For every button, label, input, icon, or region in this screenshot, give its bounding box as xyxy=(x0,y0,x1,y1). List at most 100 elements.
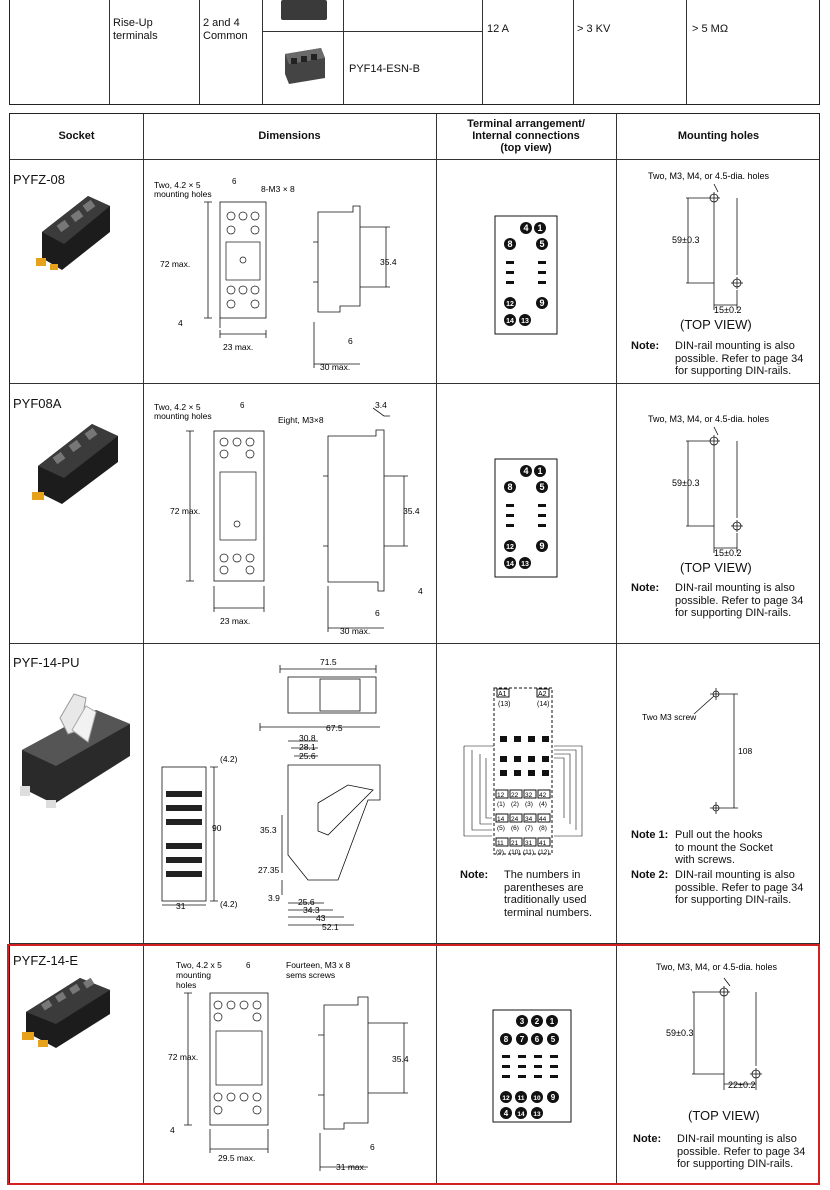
svg-text:31: 31 xyxy=(176,901,186,911)
svg-text:5: 5 xyxy=(551,1035,556,1044)
svg-text:Two, M3, M4, or 4.5-dia. holes: Two, M3, M4, or 4.5-dia. holes xyxy=(656,962,778,972)
svg-text:(8): (8) xyxy=(539,825,547,832)
svg-text:14: 14 xyxy=(506,561,514,568)
note-1: Note:DIN-rail mounting is also possible.… xyxy=(631,340,804,377)
svg-text:(4.2): (4.2) xyxy=(220,754,238,764)
top-view-label-1: (TOP VIEW) xyxy=(680,317,752,332)
svg-text:71.5: 71.5 xyxy=(320,657,337,667)
svg-text:35.3: 35.3 xyxy=(260,825,277,835)
svg-text:8: 8 xyxy=(507,239,512,249)
svg-text:Two, 4.2 x 5: Two, 4.2 x 5 xyxy=(176,960,222,970)
svg-text:35.4: 35.4 xyxy=(403,506,420,516)
svg-text:31 max.: 31 max. xyxy=(336,1162,366,1172)
svg-text:6: 6 xyxy=(370,1142,375,1152)
svg-text:29.5 max.: 29.5 max. xyxy=(218,1153,255,1163)
svg-text:28.1: 28.1 xyxy=(299,742,316,752)
svg-text:13: 13 xyxy=(533,1111,541,1118)
svg-text:6: 6 xyxy=(246,961,251,970)
header-mounting: Mounting holes xyxy=(677,130,760,142)
spec-table-continued: Rise-Up terminals 2 and 4 Common PYF14-E… xyxy=(9,0,820,105)
note-4: Note:DIN-rail mounting is also possible.… xyxy=(633,1133,806,1170)
svg-text:32: 32 xyxy=(525,792,533,799)
svg-text:6: 6 xyxy=(232,177,237,186)
svg-text:15±0.2: 15±0.2 xyxy=(714,305,741,315)
svg-text:23 max.: 23 max. xyxy=(223,342,253,352)
svg-text:59±0.3: 59±0.3 xyxy=(672,478,699,488)
svg-text:4: 4 xyxy=(523,466,528,476)
header-terminal: Terminal arrangement/ Internal connectio… xyxy=(467,118,585,154)
svg-text:13: 13 xyxy=(521,561,529,568)
svg-text:25.6: 25.6 xyxy=(298,897,315,907)
svg-text:4: 4 xyxy=(418,586,423,596)
svg-text:sems screws: sems screws xyxy=(286,970,335,980)
dimension-drawing-1: Two, 4.2 × 5 mounting holes 6 8-M3 × 8 7… xyxy=(148,172,433,380)
svg-text:A1: A1 xyxy=(498,691,507,698)
svg-text:43: 43 xyxy=(316,913,326,923)
svg-text:(4.2): (4.2) xyxy=(220,899,238,909)
svg-text:14: 14 xyxy=(497,816,505,823)
svg-text:11: 11 xyxy=(497,840,504,847)
model-b-cell: PYF14-ESN-B xyxy=(349,63,420,75)
svg-text:1: 1 xyxy=(537,466,542,476)
resistance-cell: > 5 MΩ xyxy=(692,23,729,35)
svg-text:8: 8 xyxy=(504,1035,509,1044)
svg-text:25.6: 25.6 xyxy=(299,751,316,761)
svg-text:30.8: 30.8 xyxy=(299,733,316,743)
svg-text:30 max.: 30 max. xyxy=(340,626,370,636)
svg-text:(6): (6) xyxy=(511,825,519,832)
svg-text:41: 41 xyxy=(539,840,547,847)
svg-text:mounting holes: mounting holes xyxy=(154,411,212,421)
svg-text:12: 12 xyxy=(497,792,505,799)
note-2: Note:DIN-rail mounting is also possible.… xyxy=(631,582,804,619)
socket-thumb-a xyxy=(281,0,327,20)
common-cell: 2 and 4 Common xyxy=(203,17,248,42)
svg-text:90: 90 xyxy=(212,823,222,833)
svg-text:6: 6 xyxy=(240,401,245,410)
svg-text:Two, M3, M4, or 4.5-dia. holes: Two, M3, M4, or 4.5-dia. holes xyxy=(648,171,770,181)
svg-text:42: 42 xyxy=(539,792,547,799)
svg-text:(7): (7) xyxy=(525,825,533,832)
svg-text:(14): (14) xyxy=(537,701,549,708)
socket-name-3: PYF-14-PU xyxy=(13,655,80,670)
svg-text:Two M3 screw: Two M3 screw xyxy=(642,712,697,722)
header-dimensions: Dimensions xyxy=(258,130,321,142)
socket-thumb-b xyxy=(281,44,327,88)
socket-photo-4 xyxy=(20,970,112,1055)
socket-photo-1 xyxy=(32,192,112,281)
svg-text:3: 3 xyxy=(520,1017,525,1026)
svg-text:Two, M3, M4, or 4.5-dia. holes: Two, M3, M4, or 4.5-dia. holes xyxy=(648,414,770,424)
svg-text:9: 9 xyxy=(551,1093,556,1102)
svg-text:59±0.3: 59±0.3 xyxy=(672,235,699,245)
svg-text:31: 31 xyxy=(525,840,533,847)
dimension-drawing-3: 71.5 67.5 30.8 28.1 25.6 (4.2) 90 (4.2) … xyxy=(148,655,433,943)
svg-text:Fourteen, M3 x 8: Fourteen, M3 x 8 xyxy=(286,960,351,970)
svg-text:13: 13 xyxy=(521,318,529,325)
svg-text:6: 6 xyxy=(535,1035,540,1044)
svg-text:4: 4 xyxy=(178,318,183,328)
svg-text:72 max.: 72 max. xyxy=(170,506,200,516)
svg-text:35.4: 35.4 xyxy=(392,1054,409,1064)
svg-text:34: 34 xyxy=(525,816,533,823)
svg-text:mounting holes: mounting holes xyxy=(154,189,212,199)
svg-text:6: 6 xyxy=(375,608,380,618)
svg-text:(2): (2) xyxy=(511,801,519,808)
svg-text:10: 10 xyxy=(533,1095,541,1102)
note-3-2: Note 2:DIN-rail mounting is also possibl… xyxy=(631,869,804,906)
svg-text:12: 12 xyxy=(506,544,514,551)
svg-text:6: 6 xyxy=(348,336,353,346)
svg-text:(10): (10) xyxy=(509,849,521,856)
svg-text:A2: A2 xyxy=(538,691,547,698)
svg-text:108: 108 xyxy=(738,746,752,756)
note-3-1: Note 1:Pull out the hooks to mount the S… xyxy=(631,829,773,866)
svg-text:23 max.: 23 max. xyxy=(220,616,250,626)
svg-text:35.4: 35.4 xyxy=(380,257,397,267)
svg-text:24: 24 xyxy=(511,816,519,823)
svg-text:(9): (9) xyxy=(496,849,504,856)
mounting-holes-2: Two, M3, M4, or 4.5-dia. holes 59±0.3 15… xyxy=(648,413,798,568)
svg-text:(5): (5) xyxy=(497,825,505,832)
socket-table: Socket Dimensions Terminal arrangement/ … xyxy=(9,113,820,1184)
socket-name-1: PYFZ-08 xyxy=(13,172,66,187)
note-3: Note:The numbers in parentheses are trad… xyxy=(460,869,593,919)
svg-text:9: 9 xyxy=(539,541,544,551)
